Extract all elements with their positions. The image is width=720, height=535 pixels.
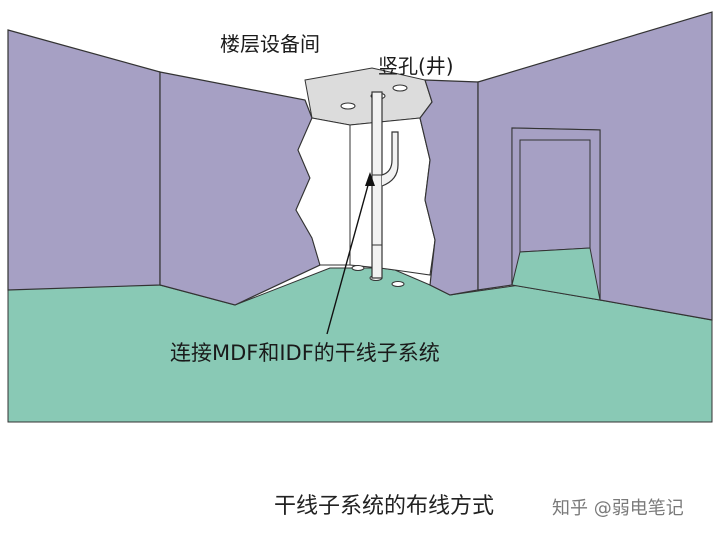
- figure-caption: 干线子系统的布线方式: [274, 494, 495, 519]
- branch-cable: [381, 131, 399, 187]
- floor-hole: [351, 265, 365, 271]
- doorway-inner-wall: [519, 139, 591, 253]
- label-equipment-room: 楼层设备间: [220, 32, 320, 56]
- left-wall-outer: [7, 29, 161, 291]
- label-shaft: 竖孔(井): [378, 54, 454, 78]
- cabling-scene-illustration: [7, 11, 713, 423]
- arrow-head: [365, 172, 375, 186]
- ceiling-hole: [392, 84, 408, 92]
- label-backbone-subsystem: 连接MDF和IDF的干线子系统: [170, 341, 440, 365]
- leader-arrow: [326, 177, 371, 335]
- floor-hole: [391, 281, 405, 287]
- doorway-floor: [511, 247, 601, 301]
- left-wall-inner: [159, 71, 321, 306]
- watermark: 知乎 @弱电笔记: [552, 498, 684, 519]
- ceiling-hole: [340, 102, 356, 110]
